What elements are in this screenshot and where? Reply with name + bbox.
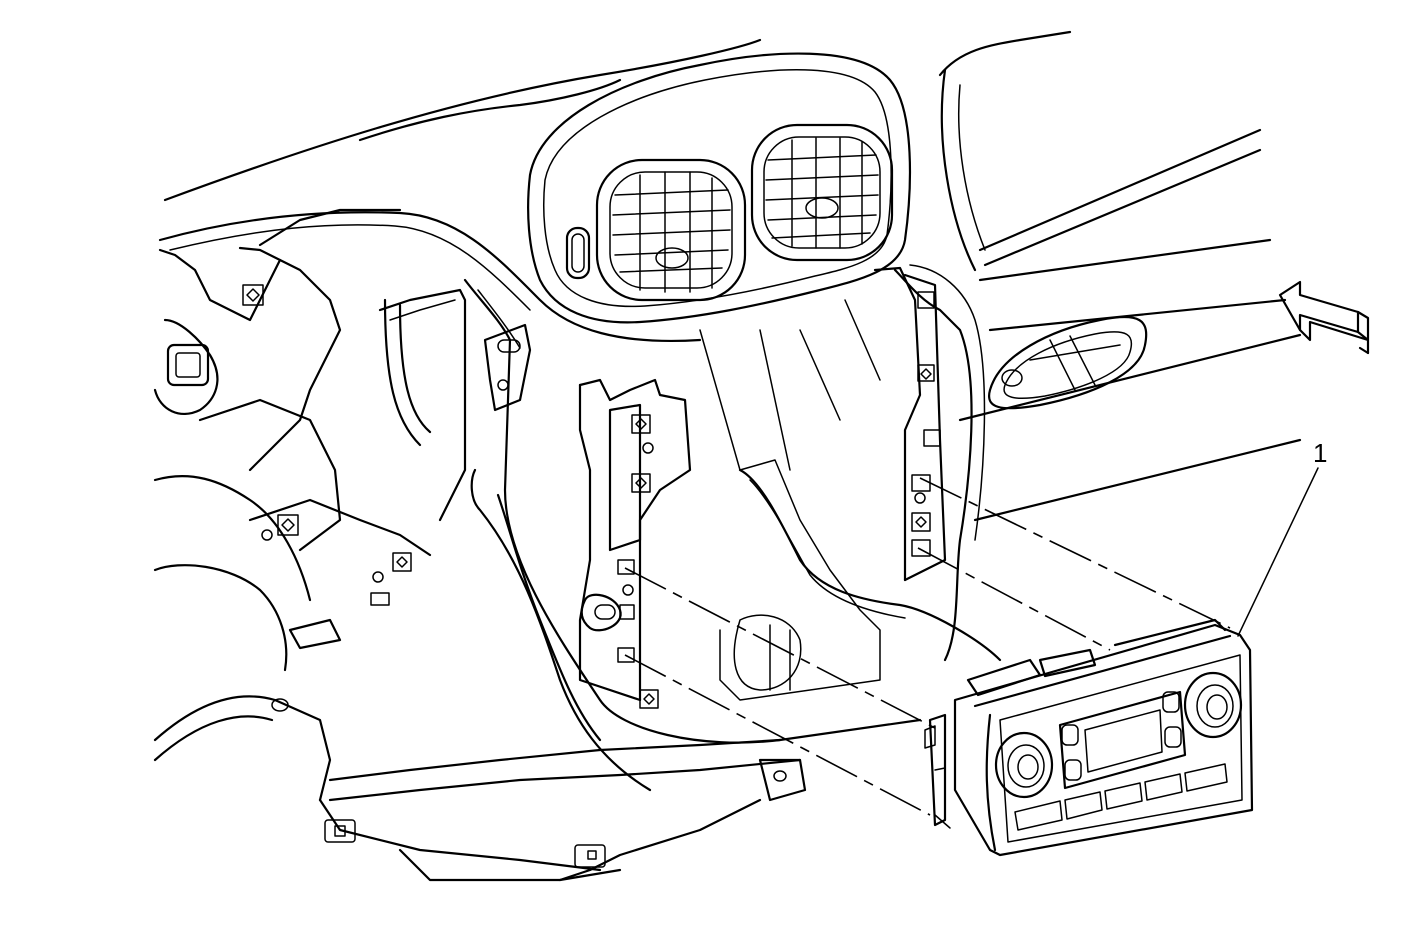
center-vent-bezel bbox=[527, 52, 912, 324]
driver-side-dash-structure bbox=[153, 208, 807, 882]
display-window bbox=[1058, 690, 1187, 790]
passenger-side-dash bbox=[938, 30, 1302, 522]
view-direction-arrow-icon bbox=[1278, 280, 1370, 355]
passenger-air-vent bbox=[987, 315, 1148, 410]
center-stack-opening bbox=[378, 264, 1002, 792]
alignment-lines bbox=[624, 477, 1231, 816]
column-opening bbox=[166, 343, 210, 387]
vent-thumbwheel bbox=[565, 226, 591, 280]
left-control-knob bbox=[994, 731, 1054, 799]
hvac-control-module bbox=[924, 618, 1254, 857]
right-control-knob bbox=[1183, 671, 1243, 739]
callout-number: 1 bbox=[1313, 438, 1327, 468]
mounting-bracket bbox=[928, 713, 947, 827]
callout-1: 1 bbox=[1237, 438, 1327, 637]
dash-top-outline bbox=[158, 38, 762, 343]
callout-leader-line bbox=[1237, 467, 1319, 637]
right-air-vent bbox=[750, 123, 894, 262]
left-air-vent bbox=[595, 158, 747, 302]
